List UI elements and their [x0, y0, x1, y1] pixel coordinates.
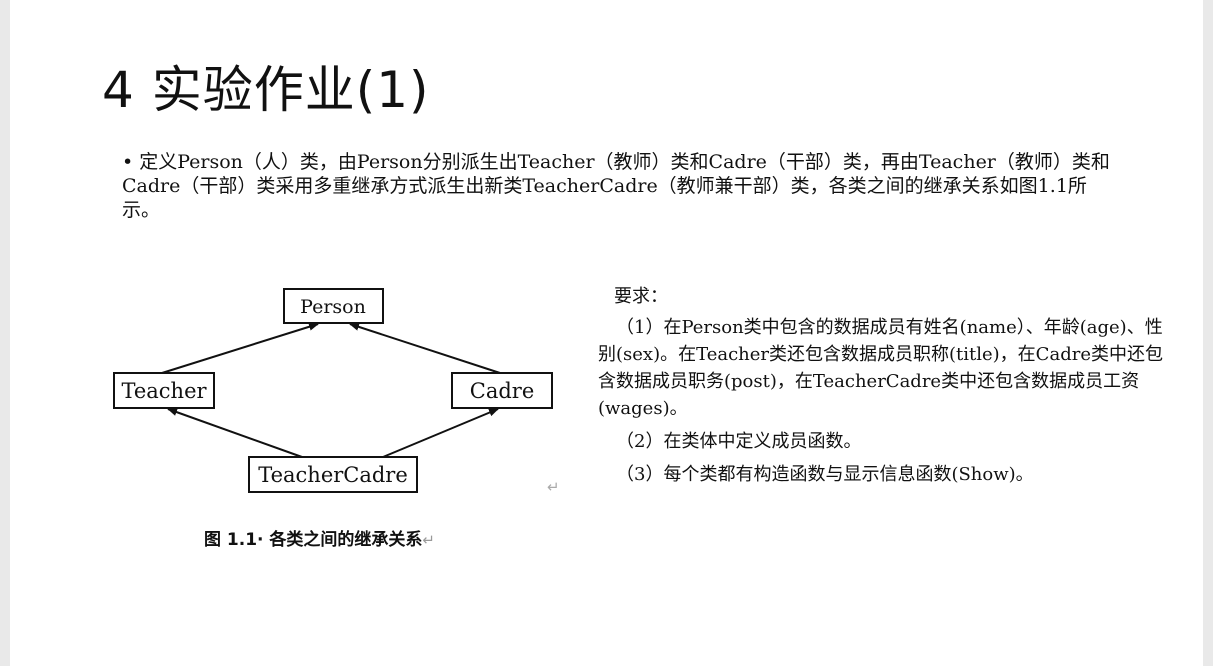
- figure-caption-text: 图 1.1· 各类之间的继承关系: [204, 530, 423, 550]
- intro-paragraph: •定义Person（人）类，由Person分别派生出Teacher（教师）类和C…: [122, 150, 1122, 222]
- edge-teachercadre-cadre: [382, 408, 499, 458]
- node-teacher-label: Teacher: [121, 379, 207, 403]
- node-cadre: Cadre: [451, 372, 553, 409]
- edge-cadre-person: [349, 322, 501, 374]
- edge-teachercadre-teacher: [167, 408, 303, 458]
- node-person-label: Person: [300, 296, 366, 318]
- node-teacher-cadre-label: TeacherCadre: [258, 463, 408, 487]
- node-person: Person: [283, 288, 384, 324]
- caption-return-mark: ↵: [422, 531, 435, 549]
- requirements-heading: 要求：: [614, 286, 668, 307]
- edge-teacher-person: [161, 322, 319, 374]
- slide-page: 4 实验作业(1) •定义Person（人）类，由Person分别派生出Teac…: [10, 0, 1203, 666]
- requirement-item: （1）在Person类中包含的数据成员有姓名(name）、年龄(age)、性别(…: [598, 317, 1163, 419]
- paragraph-return-mark: ↵: [547, 478, 560, 496]
- requirements-section: 要求： （1）在Person类中包含的数据成员有姓名(name）、年龄(age)…: [598, 283, 1163, 494]
- node-teacher: Teacher: [113, 372, 215, 409]
- node-cadre-label: Cadre: [470, 379, 535, 403]
- node-teacher-cadre: TeacherCadre: [248, 456, 418, 493]
- figure-caption: 图 1.1· 各类之间的继承关系↵: [204, 528, 435, 552]
- slide-title: 4 实验作业(1): [102, 61, 430, 119]
- requirement-item: （2）在类体中定义成员函数。: [616, 431, 862, 452]
- requirement-item: （3）每个类都有构造函数与显示信息函数(Show)。: [616, 464, 1034, 485]
- intro-text: 定义Person（人）类，由Person分别派生出Teacher（教师）类和Ca…: [122, 151, 1110, 221]
- bullet-icon: •: [122, 151, 134, 173]
